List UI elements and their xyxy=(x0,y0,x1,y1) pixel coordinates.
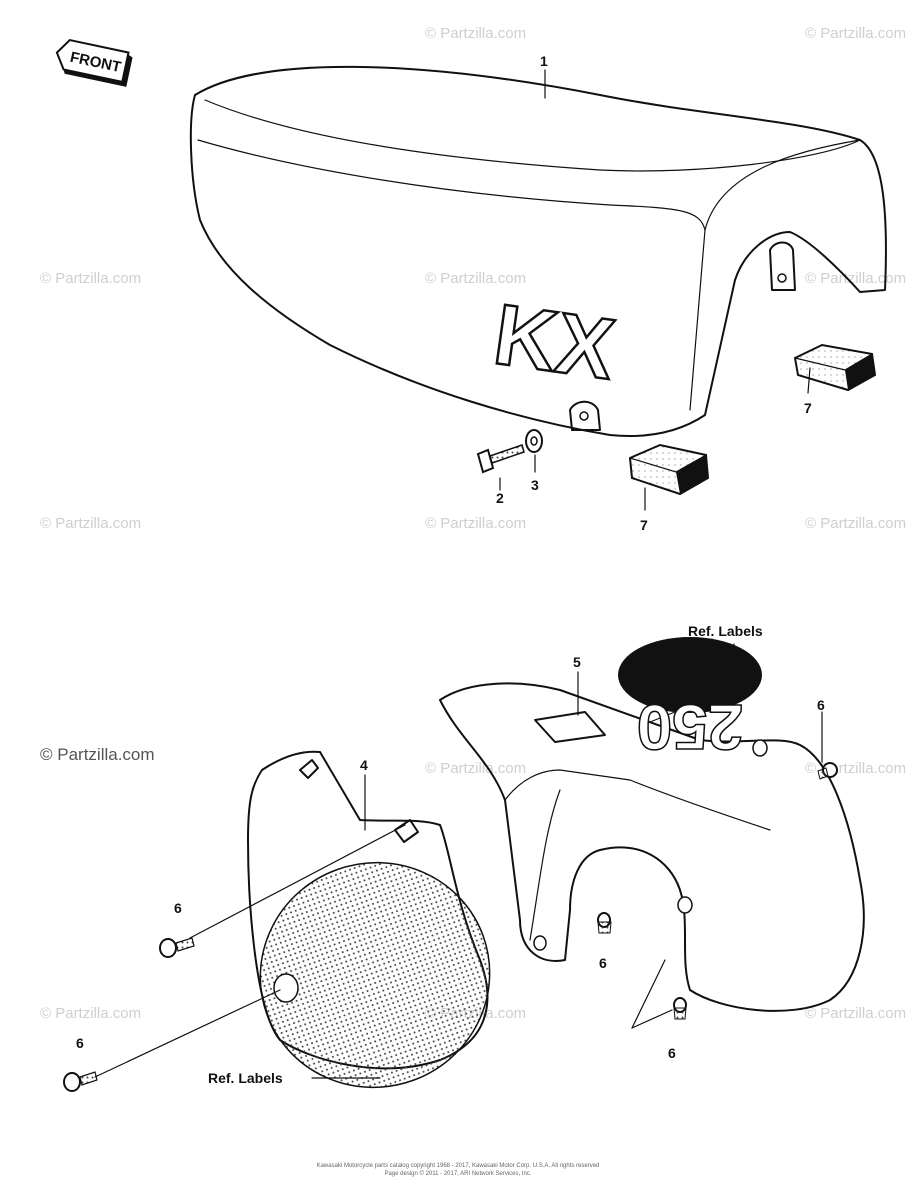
watermark: © Partzilla.com xyxy=(805,270,906,287)
ref-labels-bottom: Ref. Labels xyxy=(208,1070,283,1086)
seat-logo: KX xyxy=(489,286,621,398)
side-cover xyxy=(439,682,865,1012)
callout-side-cover: 5 xyxy=(573,654,581,670)
watermark: © Partzilla.com xyxy=(40,745,155,764)
callout-bumper: 7 xyxy=(640,517,648,533)
screw xyxy=(159,937,195,958)
callout-bumper: 7 xyxy=(804,400,812,416)
seat-bolt xyxy=(476,444,525,474)
ref-labels-top: Ref. Labels xyxy=(688,623,763,639)
watermark: © Partzilla.com xyxy=(805,25,906,42)
callout-screw: 6 xyxy=(668,1045,676,1061)
copyright-line: Kawasaki Motorcycle parts catalog copyri… xyxy=(316,1163,600,1169)
decal-250: 250 xyxy=(618,637,762,764)
watermark: © Partzilla.com xyxy=(40,515,141,532)
callout-screw: 6 xyxy=(76,1035,84,1051)
watermark: © Partzilla.com xyxy=(425,760,526,777)
screw xyxy=(63,1071,98,1092)
decal-text: 250 xyxy=(637,691,744,763)
watermarks: © Partzilla.com © Partzilla.com © Partzi… xyxy=(40,25,906,1022)
page-design-line: Page design © 2011 - 2017, ARI Network S… xyxy=(384,1171,532,1177)
callout-screw: 6 xyxy=(817,697,825,713)
seat: KX xyxy=(189,65,887,437)
seat-bumper xyxy=(628,443,710,496)
callouts: 1 2 3 7 7 4 5 6 6 6 6 6 xyxy=(76,53,825,1061)
screw xyxy=(817,762,838,780)
watermark: © Partzilla.com xyxy=(40,1005,141,1022)
number-plate xyxy=(247,750,491,1089)
callout-seat: 1 xyxy=(540,53,548,69)
watermark: © Partzilla.com xyxy=(425,270,526,287)
front-arrow: FRONT xyxy=(55,38,133,87)
callout-screw: 6 xyxy=(174,900,182,916)
callout-washer: 3 xyxy=(531,477,539,493)
watermark: © Partzilla.com xyxy=(425,25,526,42)
screw xyxy=(597,912,612,934)
screw xyxy=(673,997,687,1020)
watermark: © Partzilla.com xyxy=(805,1005,906,1022)
seat-bumper xyxy=(793,343,877,392)
callout-bolt: 2 xyxy=(496,490,504,506)
watermark: © Partzilla.com xyxy=(425,515,526,532)
watermark: © Partzilla.com xyxy=(805,515,906,532)
washer xyxy=(525,429,543,453)
callout-number-plate: 4 xyxy=(360,757,368,773)
callout-screw: 6 xyxy=(599,955,607,971)
watermark: © Partzilla.com xyxy=(40,270,141,287)
